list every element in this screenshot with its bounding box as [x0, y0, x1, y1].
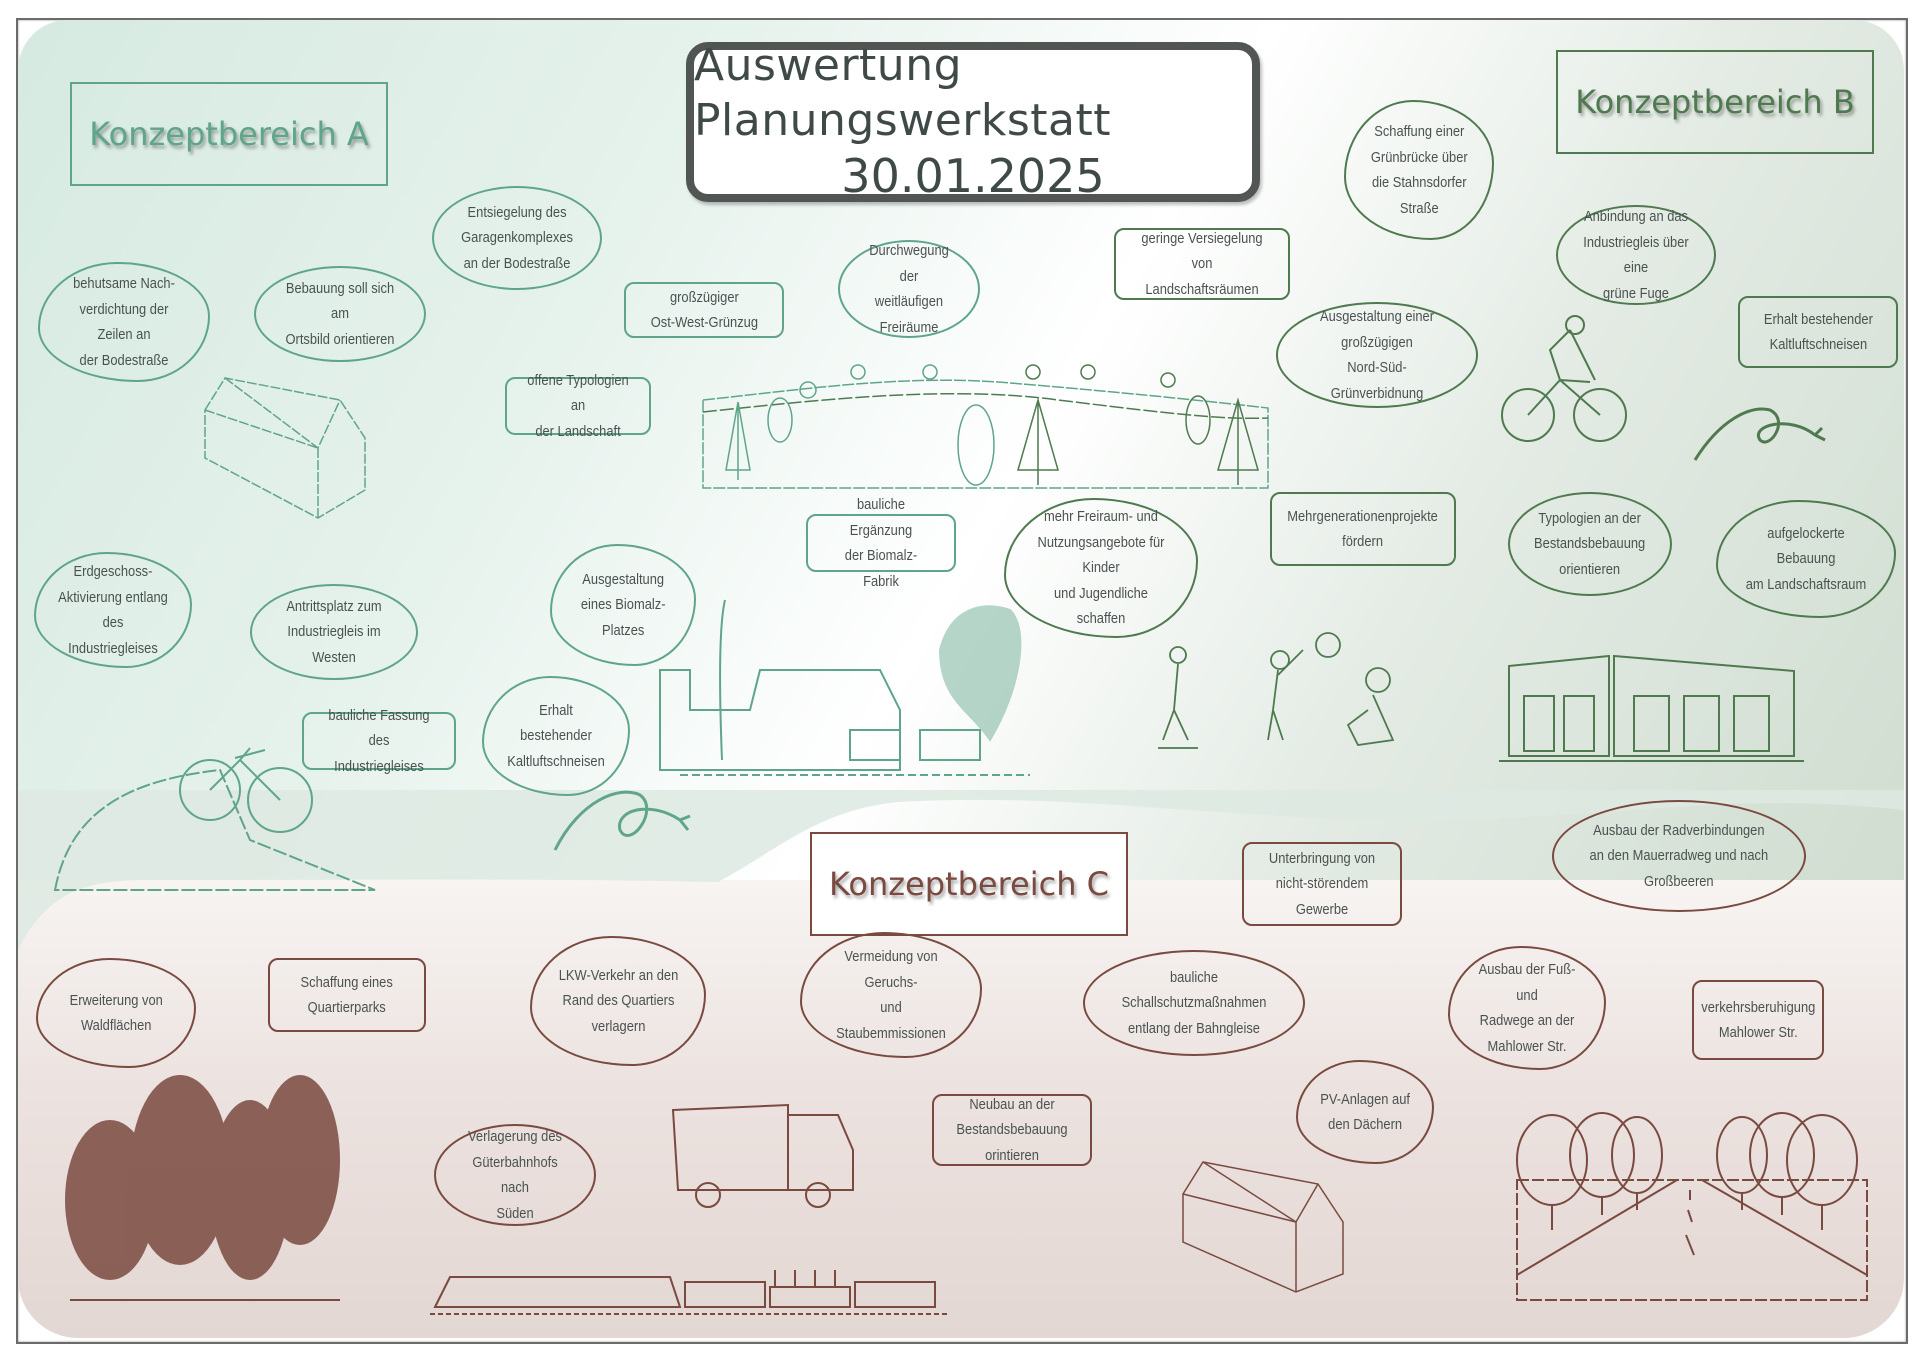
note-bubble: Ausgestaltung eines Biomalz- Platzes	[550, 544, 696, 666]
note-bubble: Schaffung einer Grünbrücke über die Stah…	[1344, 100, 1494, 240]
heading-konzeptbereich-c: Konzeptbereich C	[810, 832, 1138, 950]
poster-title-box: Auswertung Planungswerkstatt 30.01.2025	[686, 40, 1260, 203]
note-bubble: PV-Anlagen auf den Dächern	[1296, 1060, 1434, 1164]
note-bubble: Ausbau der Fuß- und Radwege an der Mahlo…	[1448, 946, 1606, 1070]
airflow-arrow-icon	[1693, 407, 1826, 461]
airflow-arrow-icon	[553, 790, 691, 851]
building-sketch-icon	[1499, 654, 1804, 762]
note-bubble: Erhalt bestehender Kaltluftschneisen	[482, 676, 630, 796]
note-bubble: Erhalt bestehender Kaltluftschneisen	[1738, 296, 1898, 368]
note-bubble: bauliche Fassung des Industriegleises	[302, 707, 456, 775]
note-bubble: Ausgestaltung einer großzügigen Nord-Süd…	[1276, 302, 1478, 408]
cyclist-sketch-icon	[1501, 315, 1627, 442]
bicycle-hill-sketch-icon	[53, 747, 376, 891]
house-sketch-icon	[1182, 1161, 1344, 1293]
poster-date: 30.01.2025	[841, 149, 1105, 204]
note-bubble: LKW-Verkehr an den Rand des Quartiers ve…	[530, 936, 706, 1066]
note-bubble: Entsiegelung des Garagenkomplexes an der…	[432, 186, 602, 290]
tree-lined-road-sketch-icon	[1516, 1112, 1868, 1301]
note-bubble: Vermeidung von Geruchs- und Staubemmissi…	[800, 932, 982, 1058]
note-bubble: bauliche Schallschutzmaßnahmen entlang d…	[1083, 950, 1305, 1056]
note-bubble: offene Typologien an der Landschaft	[505, 372, 651, 440]
note-bubble: Durchwegung der weitläufigen Freiräume	[838, 240, 980, 338]
note-bubble: verkehrsberuhigung Mahlower Str.	[1692, 980, 1824, 1060]
note-bubble: Anbindung an das Industriegleis über ein…	[1556, 205, 1716, 305]
note-bubble: Verlagerung des Güterbahnhofs nach Süden	[434, 1124, 596, 1226]
forest-trees-sketch-icon	[65, 1075, 340, 1301]
note-bubble: behutsame Nach- verdichtung der Zeilen a…	[38, 262, 210, 382]
poster-title: Auswertung Planungswerkstatt	[694, 40, 1112, 147]
truck-sketch-icon	[671, 1103, 854, 1208]
area-divider-wave	[18, 790, 1904, 950]
note-bubble: Ausbau der Radverbindungen an den Mauerr…	[1552, 800, 1806, 912]
note-bubble: aufgelockerte Bebauung am Landschaftsrau…	[1716, 500, 1896, 618]
note-bubble: Bebauung soll sich am Ortsbild orientier…	[254, 266, 426, 362]
house-sketch-icon	[204, 377, 366, 519]
biomalz-factory-sketch-icon	[659, 599, 1030, 776]
children-playing-sketch-icon	[1158, 632, 1395, 749]
note-bubble: Erdgeschoss- Aktivierung entlang des Ind…	[34, 552, 192, 668]
note-bubble: großzügiger Ost-West-Grünzug	[624, 282, 784, 338]
note-bubble: Mehrgenerationenprojekte fördern	[1270, 492, 1456, 566]
freight-train-sketch-icon	[430, 1270, 950, 1315]
note-bubble: geringe Versiegelung von Landschaftsräum…	[1114, 228, 1290, 300]
note-bubble: Neubau an der Bestandsbebauung orintiere…	[932, 1094, 1092, 1166]
note-bubble: Typologien an der Bestandsbebauung orien…	[1508, 492, 1672, 596]
note-bubble: Schaffung eines Quartierparks	[268, 958, 426, 1032]
heading-konzeptbereich-b: Konzeptbereich B	[1556, 50, 1884, 168]
note-bubble: Erweiterung von Waldflächen	[36, 958, 196, 1068]
note-bubble: Unterbringung von nicht-störendem Gewerb…	[1242, 842, 1402, 926]
note-bubble: mehr Freiraum- und Nutzungsangebote für …	[1004, 498, 1198, 638]
note-bubble: Antrittsplatz zum Industriegleis im West…	[250, 584, 418, 680]
note-bubble: bauliche Ergänzung der Biomalz-Fabrik	[806, 496, 956, 590]
landscape-trees-sketch-icon	[702, 364, 1269, 489]
heading-konzeptbereich-a: Konzeptbereich A	[70, 82, 398, 200]
